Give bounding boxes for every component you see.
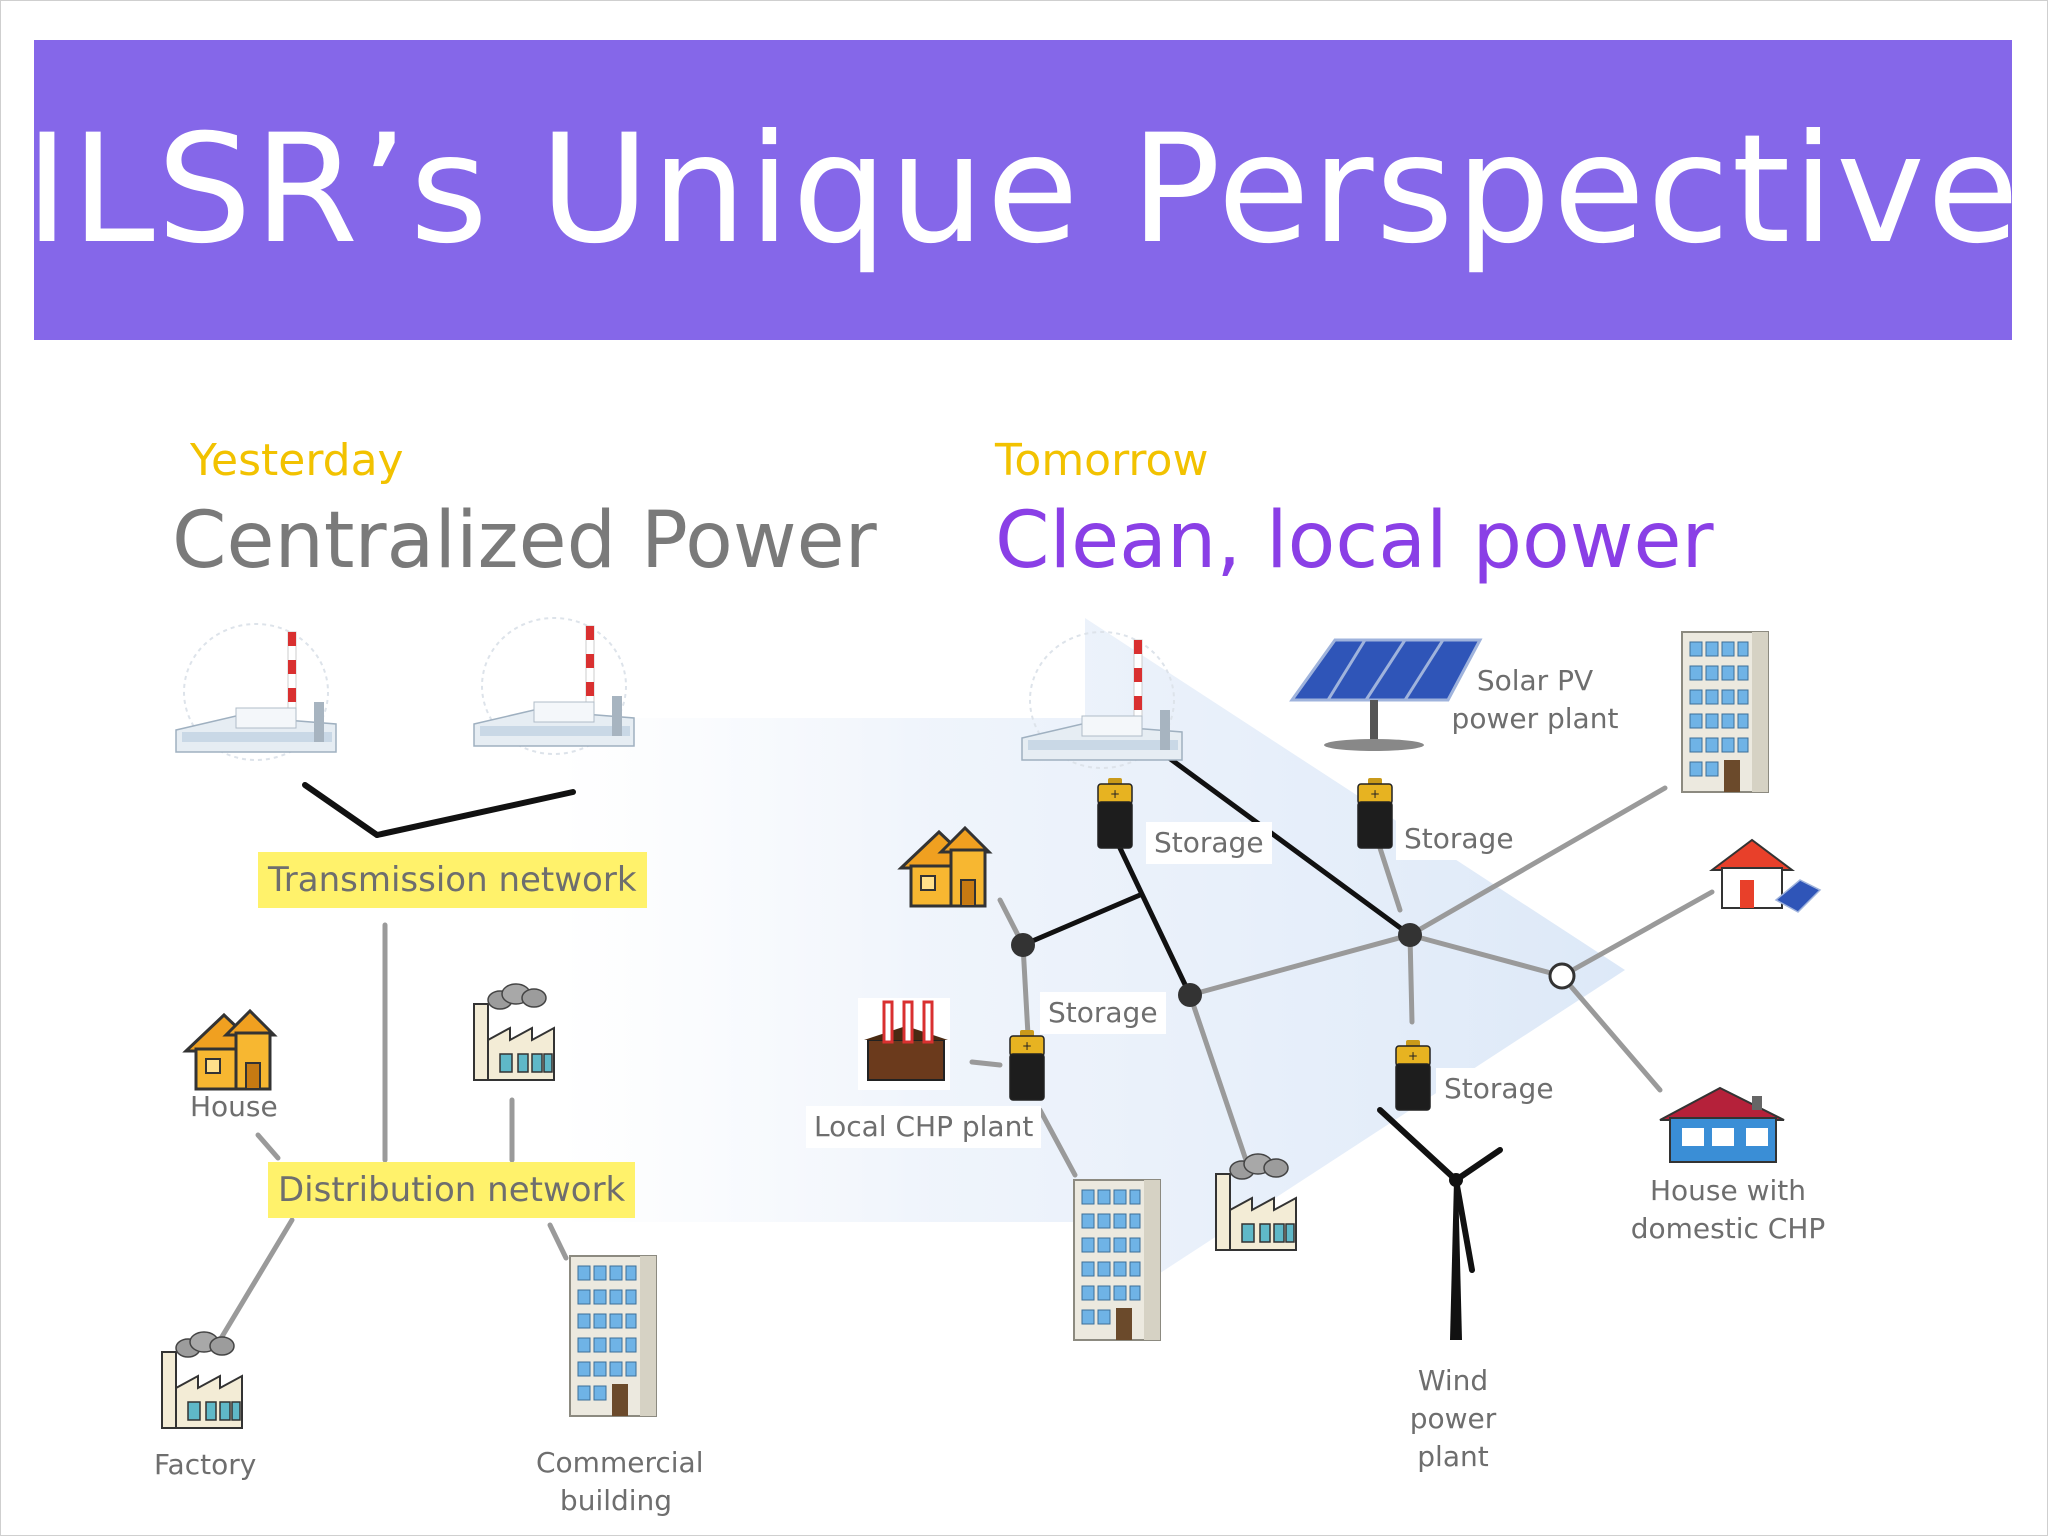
storage-label: Storage	[1146, 822, 1272, 864]
distribution-network-label: Distribution network	[268, 1162, 636, 1218]
storage-label: Storage	[1040, 992, 1166, 1034]
grid-node	[1178, 983, 1202, 1007]
wind-turbine-icon	[1377, 1107, 1503, 1340]
slide-title: ILSR’s Unique Perspective	[24, 103, 2022, 277]
grid-node	[1398, 923, 1422, 947]
power-plant-icon	[175, 623, 337, 761]
battery-icon	[1009, 1029, 1045, 1101]
storage-label: Storage	[1436, 1068, 1562, 1110]
yesterday-era-label: Yesterday	[190, 435, 404, 486]
storage-label: Storage	[1396, 818, 1522, 860]
factory-icon	[473, 983, 555, 1081]
house-solar-icon	[1709, 838, 1822, 913]
solar-panel-icon	[1289, 638, 1483, 751]
house-domestic-chp-label: House with domestic CHP	[1630, 1174, 1826, 1245]
transmission-network-label: Transmission network	[258, 852, 647, 908]
battery-icon	[1395, 1039, 1431, 1111]
wind-power-plant-label: Wind power plant	[1409, 1364, 1497, 1473]
house-chp-icon	[1659, 1086, 1785, 1163]
tomorrow-era-label: Tomorrow	[995, 435, 1209, 486]
commercial-building-icon	[569, 1255, 657, 1417]
commercial-building-label: Commercial building	[536, 1446, 704, 1517]
building-icon	[1073, 1179, 1161, 1341]
factory-icon	[161, 1331, 243, 1429]
factory-label: Factory	[154, 1448, 257, 1481]
grid-node-open	[1548, 962, 1576, 990]
local-chp-label: Local CHP plant	[806, 1106, 1042, 1148]
building-icon	[1681, 631, 1769, 793]
chp-plant-icon	[858, 998, 950, 1090]
solar-pv-label: Solar PV power plant	[1451, 664, 1619, 735]
house-icon	[184, 1009, 276, 1091]
title-banner: ILSR’s Unique Perspective	[25, 40, 2019, 340]
battery-icon	[1357, 777, 1393, 849]
yesterday-network-lines	[217, 782, 576, 1343]
house-label: House	[190, 1090, 278, 1123]
tomorrow-heading: Clean, local power	[995, 496, 1714, 586]
power-plant-icon	[473, 617, 635, 755]
tomorrow-network-lines	[969, 752, 1715, 1178]
grid-node	[1011, 933, 1035, 957]
battery-icon	[1097, 777, 1133, 849]
yesterday-heading: Centralized Power	[172, 496, 877, 586]
